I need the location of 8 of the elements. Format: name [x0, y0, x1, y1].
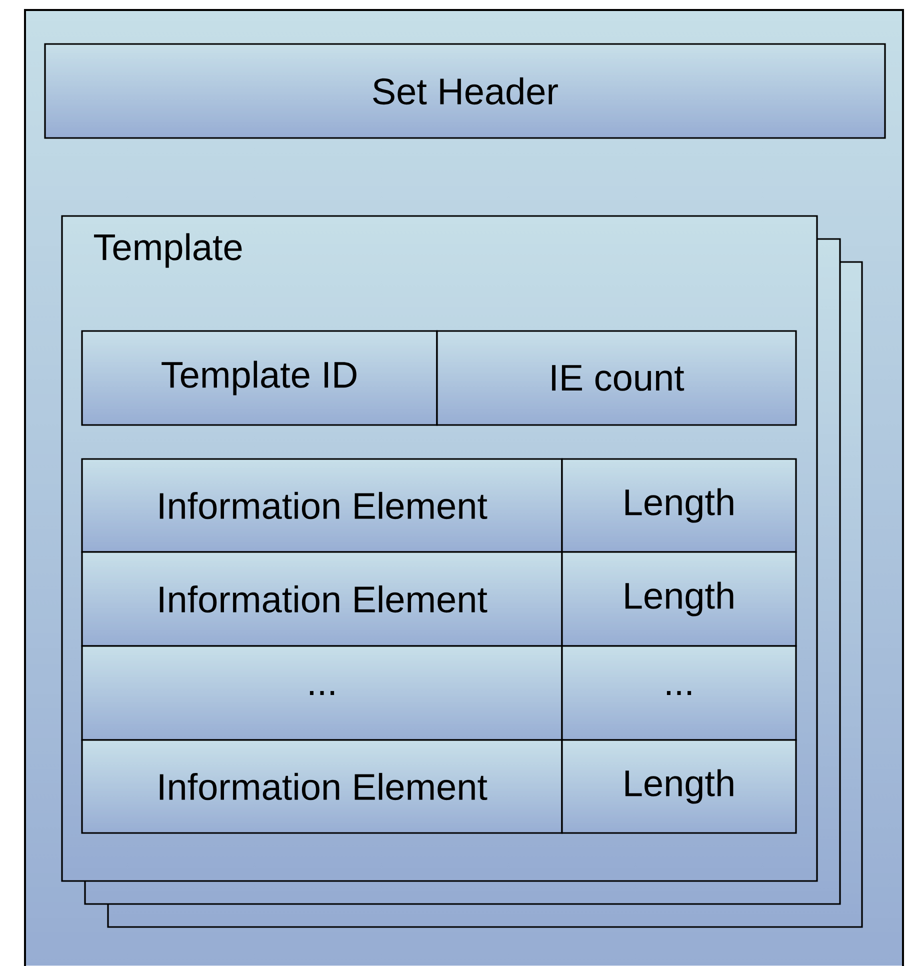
field-cell: Length — [561, 551, 797, 647]
field-cell: ... — [561, 645, 797, 741]
field-cell: Length — [561, 458, 797, 553]
field-cell: Length — [561, 739, 797, 834]
header-box: Set Header — [44, 43, 886, 139]
set-box — [24, 9, 904, 966]
field-cell: IE count — [436, 330, 797, 426]
field-cell: Template ID — [81, 330, 438, 426]
